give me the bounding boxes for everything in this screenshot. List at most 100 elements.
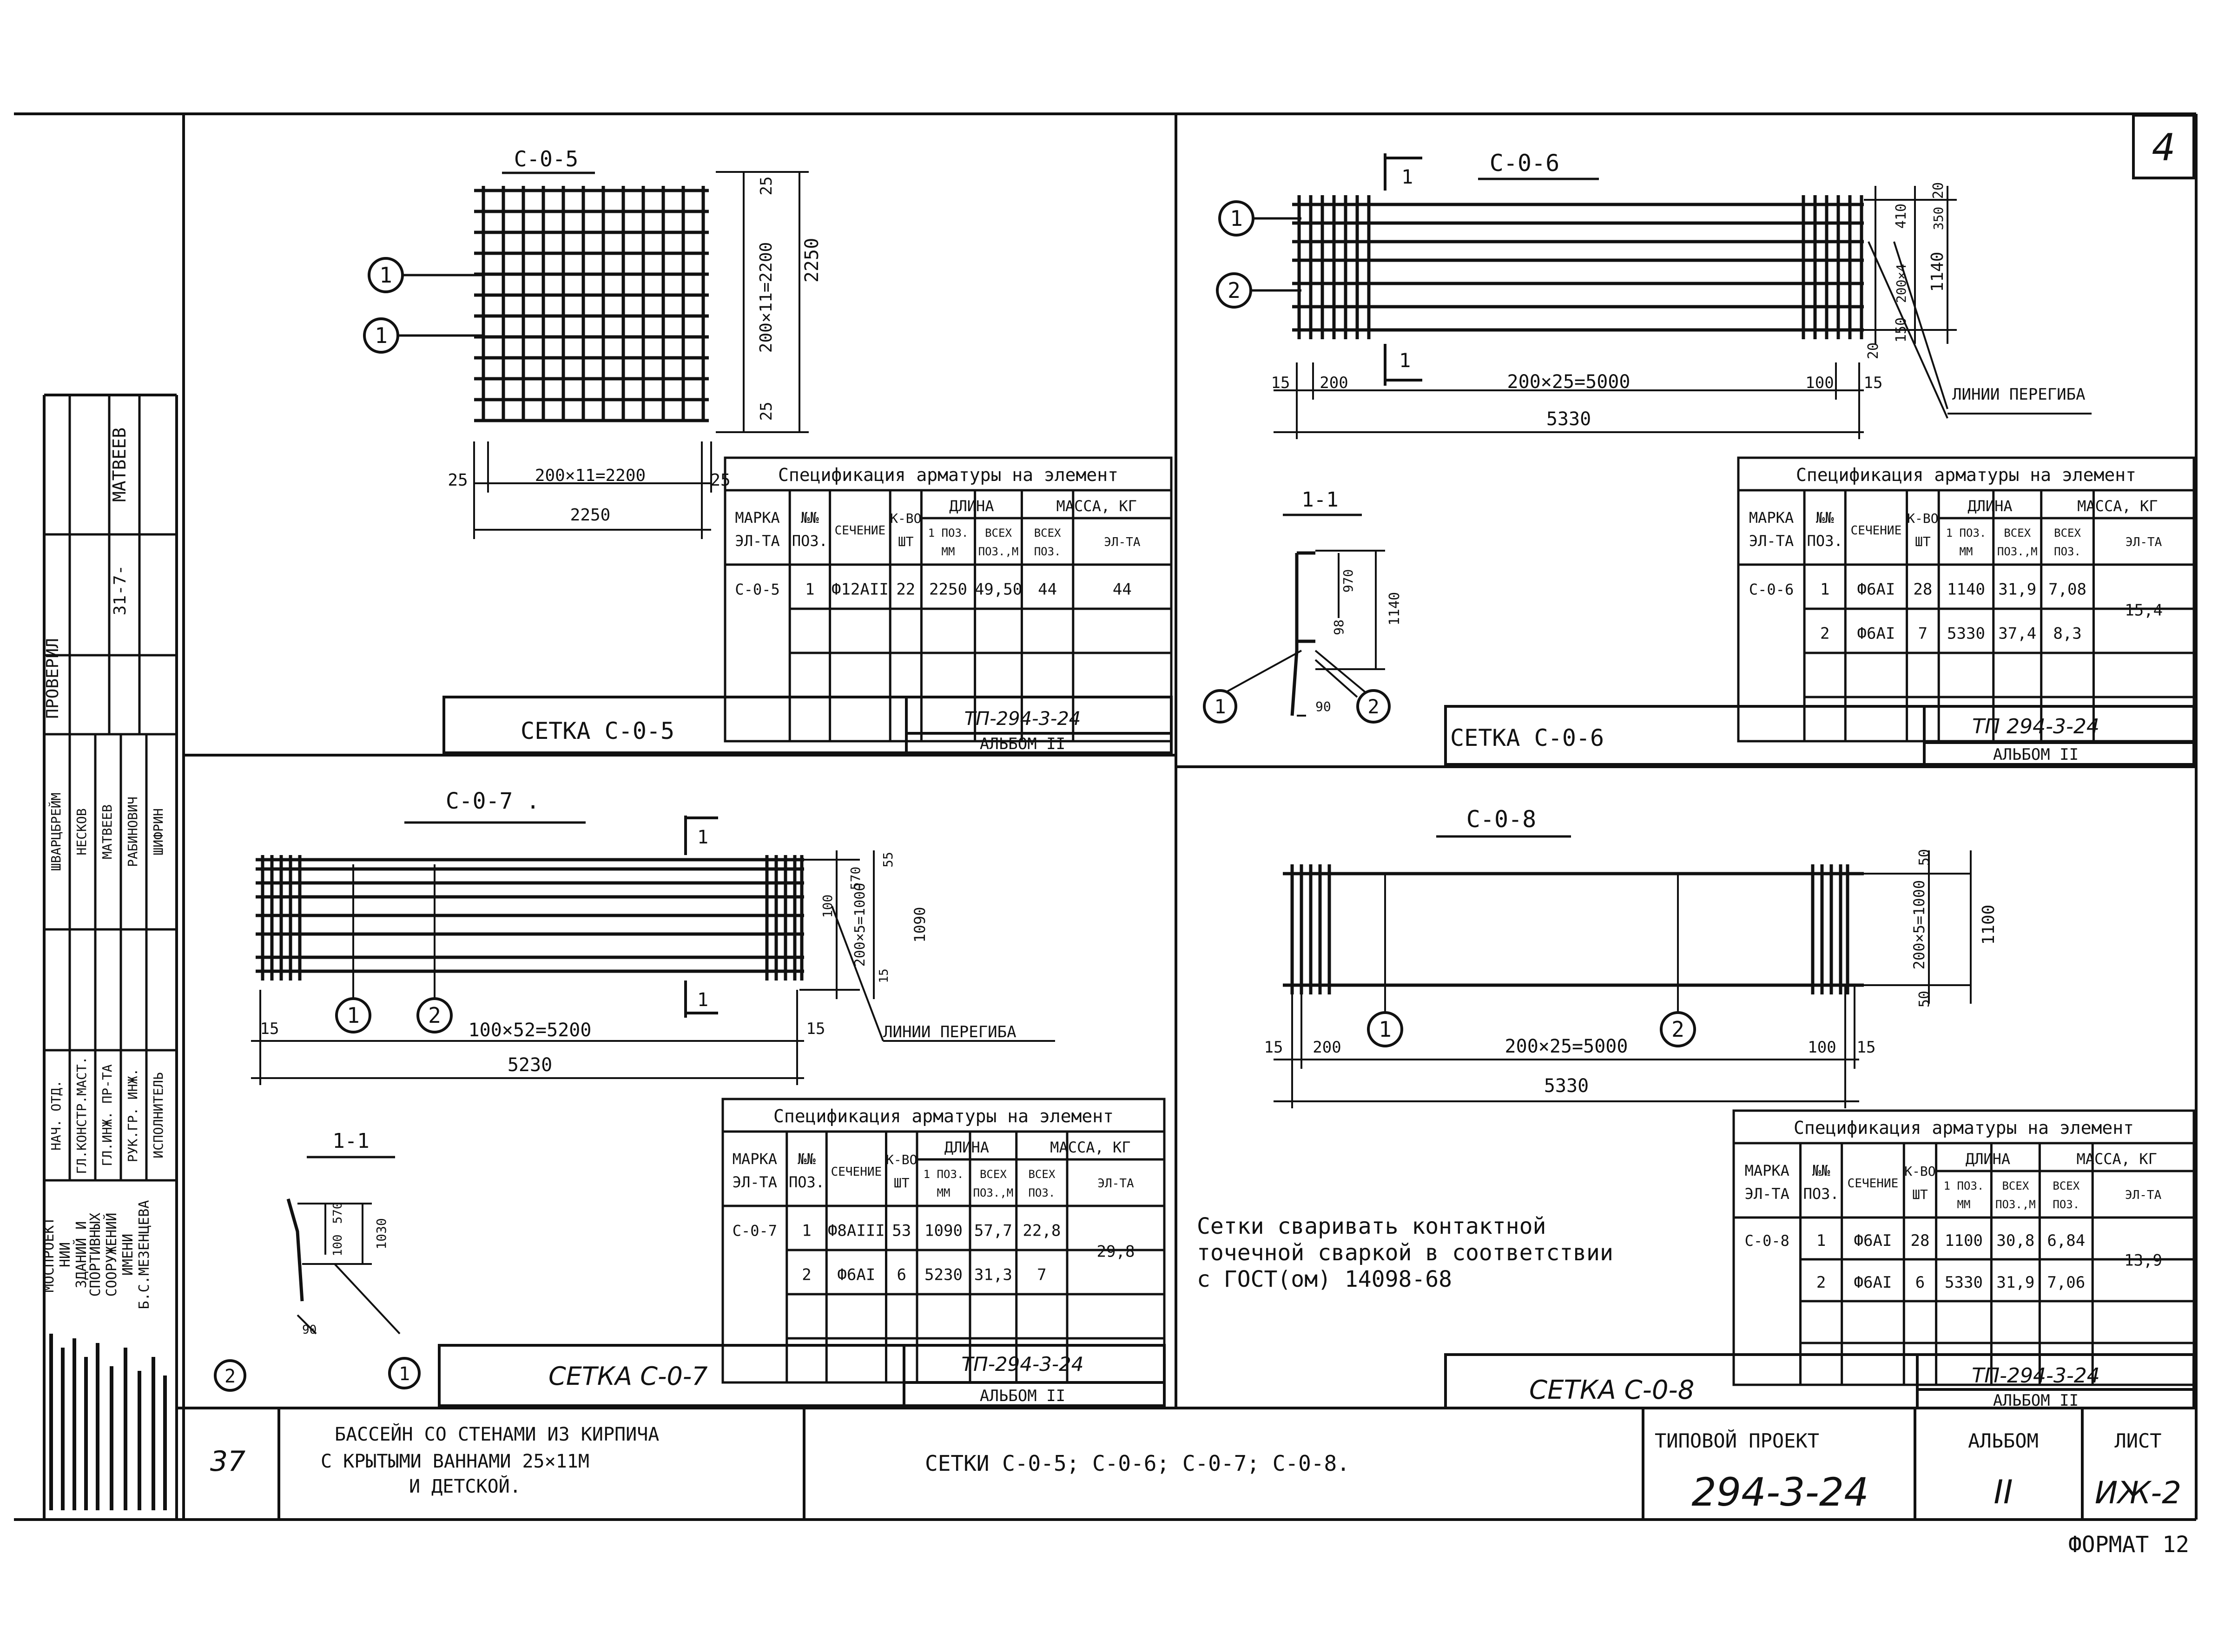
stamp-code-s5: ТП-294-3-24 [964, 708, 1081, 730]
table-header: ММ [1957, 1198, 1971, 1211]
svg-text:2: 2 [224, 1366, 236, 1387]
table-cell: 44 [1038, 580, 1057, 599]
stamp-name: РАБИНОВИЧ [125, 796, 140, 867]
stamp-album-s6: АЛЬБОМ II [1993, 745, 2079, 764]
table-cell: Ф6АI [1857, 625, 1895, 643]
table-header: ПОЗ. [792, 532, 828, 550]
table-header: ДЛИНА [944, 1139, 989, 1156]
table-cell: 1100 [1945, 1231, 1983, 1250]
stamp-code-s6: ТП 294-3-24 [1972, 715, 2099, 738]
table-header: ЭЛ-ТА [1745, 1185, 1789, 1203]
table-cell: Ф6АI [1854, 1273, 1892, 1292]
table-header: 1 ПОЗ. [1946, 527, 1987, 540]
table-header: СЕЧЕНИЕ [835, 524, 886, 538]
svg-text:15: 15 [1264, 1038, 1283, 1057]
svg-text:2: 2 [1367, 695, 1379, 718]
svg-text:55: 55 [880, 852, 896, 868]
svg-text:25: 25 [448, 471, 468, 490]
svg-text:100: 100 [1805, 374, 1834, 392]
svg-text:5230: 5230 [508, 1054, 552, 1076]
sheet-content: СЕТКИ С-0-5; С-0-6; С-0-7; С-0-8. [925, 1451, 1350, 1476]
table-header: ЭЛ-ТА [735, 532, 779, 550]
svg-text:200: 200 [1320, 374, 1348, 392]
table-header: ПОЗ. [2053, 1198, 2079, 1211]
table-header: ПОЗ. [789, 1173, 825, 1191]
svg-text:1: 1 [399, 1363, 410, 1385]
table-header: К-ВО [1907, 511, 1938, 526]
svg-text:200×11=2200: 200×11=2200 [535, 466, 646, 485]
table-header: СЕЧЕНИЕ [1851, 524, 1902, 538]
section-title-s7: 1-1 [332, 1129, 369, 1153]
section-s7-profile [286, 1198, 401, 1335]
svg-text:200×25=5000: 200×25=5000 [1505, 1036, 1628, 1057]
table-cell: 5330 [1947, 625, 1985, 643]
svg-text:И ДЕТСКОЙ.: И ДЕТСКОЙ. [409, 1475, 521, 1497]
org-line: СПОРТИВНЫХ [87, 1213, 104, 1297]
svg-text:90: 90 [302, 1323, 317, 1337]
stamp-role: ГЛ.КОНСТР.МАСТ. [74, 1057, 89, 1174]
table-cell: 1 [1820, 580, 1829, 599]
table-cell: 1 [805, 580, 814, 599]
spec-table-s5: Спецификация арматуры на элементМАРКАЭЛ-… [724, 456, 1173, 743]
svg-text:15: 15 [260, 1020, 279, 1038]
panel-s8: С-0-8 1 2 15 200 200×25=5000 100 15 5330… [1197, 806, 2195, 1410]
panel-s5: С-0-5 1 1 25 200×11=2200 25 2250 25 200×… [363, 146, 1173, 754]
mesh-grid-s5 [474, 186, 709, 422]
mesh-grid-s8 [1283, 864, 1864, 994]
album-label: АЛЬБОМ [1968, 1429, 2039, 1452]
panel-s6: С-0-6 1 1 1 2 15 2 [1203, 126, 2195, 766]
svg-text:200×5=1000: 200×5=1000 [1910, 880, 1928, 970]
table-cell: С-0-5 [735, 581, 779, 599]
svg-text:20: 20 [1930, 182, 1947, 199]
sheet-label: ЛИСТ [2114, 1429, 2161, 1452]
table-cell: 53 [892, 1222, 911, 1240]
svg-text:2: 2 [428, 1003, 441, 1028]
table-cell: 15,4 [2125, 601, 2163, 619]
table-header: ВСЕХ [2004, 527, 2031, 540]
table-header: МАССА, КГ [1056, 497, 1137, 515]
table-header: ПОЗ.,М [1995, 1198, 2036, 1211]
svg-text:15: 15 [1857, 1038, 1876, 1057]
svg-text:200×11=2200: 200×11=2200 [757, 242, 776, 353]
section-s6-profile [1208, 550, 1385, 717]
table-header: ПОЗ. [1807, 532, 1843, 550]
svg-text:25: 25 [710, 471, 730, 490]
table-header: ПОЗ. [2054, 545, 2081, 558]
table-title: Спецификация арматуры на элемент [773, 1106, 1114, 1126]
table-cell: 49,50 [975, 580, 1022, 599]
org-line: СООРУЖЕНИЙ [103, 1213, 120, 1297]
stamp-name-s8: СЕТКА С-0-8 [1529, 1375, 1694, 1405]
table-header: ВСЕХ [2002, 1179, 2029, 1192]
table-header: ПОЗ.,М [1997, 545, 2038, 558]
svg-text:150: 150 [1893, 317, 1909, 342]
bend-note-s6: ЛИНИИ ПЕРЕГИБА [1952, 385, 2086, 404]
table-header: ПОЗ.,М [978, 545, 1019, 558]
table-header: СЕЧЕНИЕ [1848, 1177, 1899, 1191]
mesh-grid-s7 [256, 855, 804, 981]
type-label: ТИПОВОЙ ПРОЕКТ [1655, 1429, 1819, 1452]
table-header: К-ВО [886, 1152, 917, 1167]
stamp-album-s8: АЛЬБОМ II [1993, 1391, 2079, 1410]
stamp-role: ГЛ.ИНЖ. ПР-ТА [99, 1064, 115, 1166]
mesh-title-s6: С-0-6 [1490, 150, 1560, 177]
table-cell: Ф8АIII [828, 1222, 885, 1240]
stamp-name-s7: СЕТКА С-0-7 [548, 1362, 708, 1391]
table-header: МАССА, КГ [1050, 1139, 1130, 1156]
general-note: Сетки сваривать контактной точечной свар… [1197, 1213, 1613, 1292]
table-cell: Ф6АI [1854, 1231, 1892, 1250]
table-header: ПОЗ. [1803, 1185, 1839, 1203]
stamp-album-s7: АЛЬБОМ II [980, 1387, 1065, 1405]
table-header: ЭЛ-ТА [2126, 535, 2162, 549]
table-cell: 7 [1918, 625, 1928, 643]
table-cell: 1 [802, 1222, 811, 1240]
table-header: 1 ПОЗ. [924, 1168, 964, 1181]
org-line: ИМЕНИ [120, 1234, 136, 1276]
table-cell: 37,4 [1998, 625, 2036, 643]
table-header: ШТ [1912, 1187, 1928, 1202]
sheet-number: 4 [2152, 126, 2176, 169]
svg-text:50: 50 [1916, 991, 1933, 1007]
table-header: ПОЗ. [1028, 1186, 1055, 1199]
callout-s6-sec-a [1203, 689, 1237, 724]
